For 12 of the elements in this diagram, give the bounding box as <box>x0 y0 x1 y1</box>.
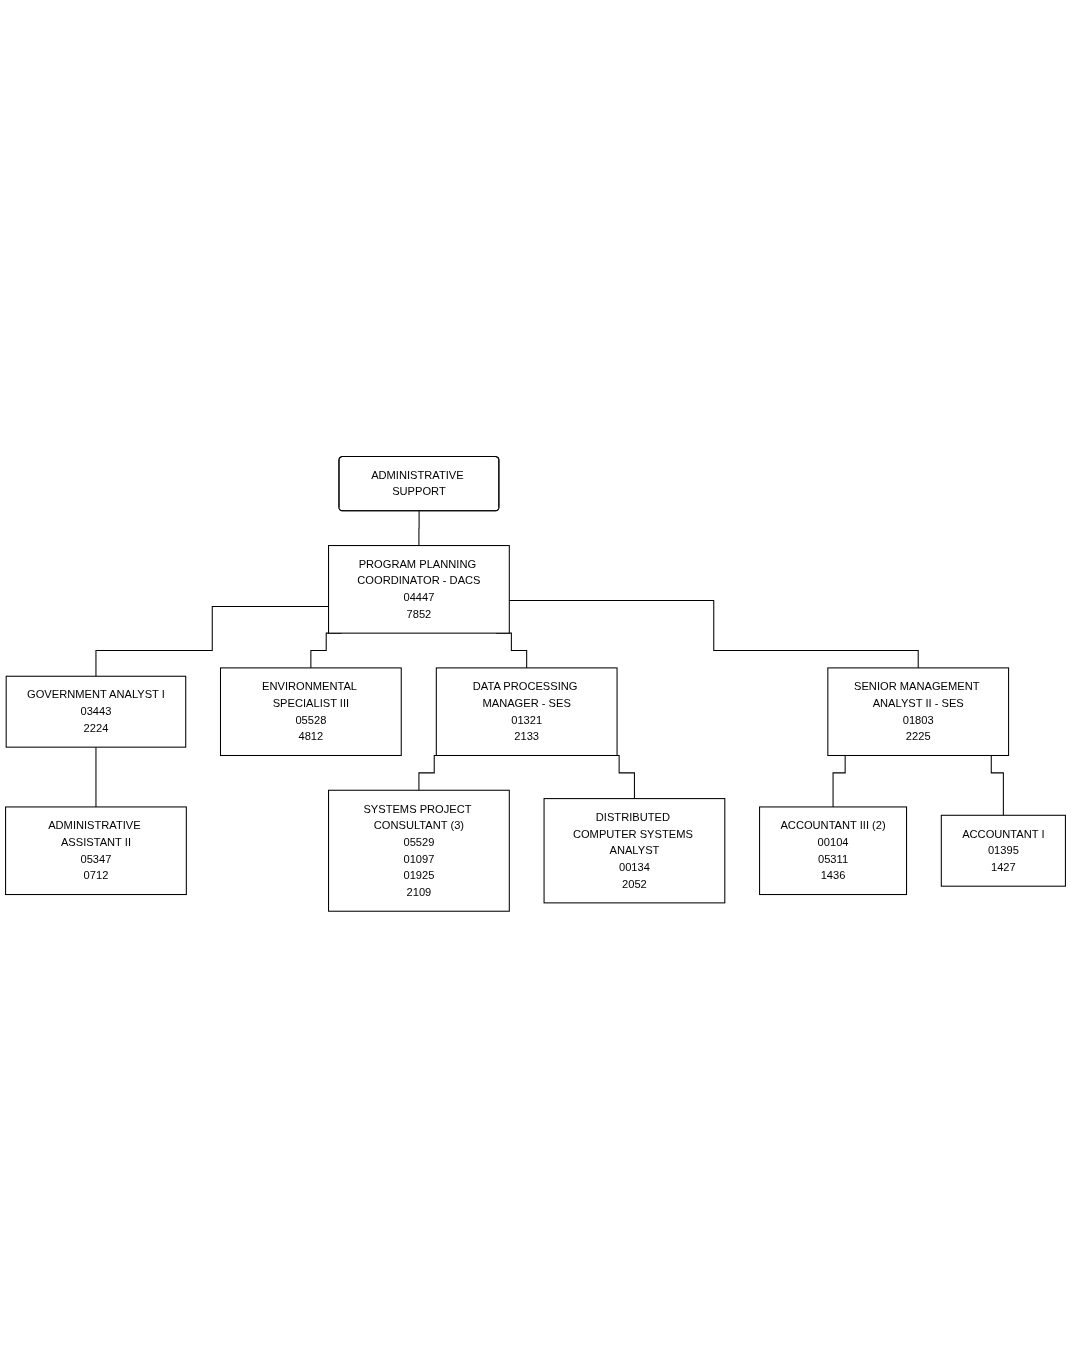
node-box: SYSTEMS PROJECT CONSULTANT (3) 05529 01097 01925 2109 <box>328 789 510 912</box>
node-box: ACCOUNTANT I 01395 1427 <box>940 814 1066 887</box>
node-box: PROGRAM PLANNING COORDINATOR - DACS 04447 7852 <box>328 544 510 634</box>
node-box: DATA PROCESSING MANAGER - SES 01321 2133 <box>435 667 618 756</box>
node-box: ENVIRONMENTAL SPECIALIST III 05528 4812 <box>219 667 402 756</box>
node-box: ACCOUNTANT III (2) 00104 05311 1436 <box>759 806 908 895</box>
connector <box>95 746 97 808</box>
node-box: ADMINISTRATIVE ASSISTANT II 05347 0712 <box>5 806 187 895</box>
node-box: GOVERNMENT ANALYST I 03443 2224 <box>5 675 187 748</box>
connector <box>418 510 420 546</box>
node-box: DISTRIBUTED COMPUTER SYSTEMS ANALYST 00134 2052 <box>543 797 726 903</box>
node-box: SENIOR MANAGEMENT ANALYST II - SES 01803 2225 <box>827 667 1010 756</box>
